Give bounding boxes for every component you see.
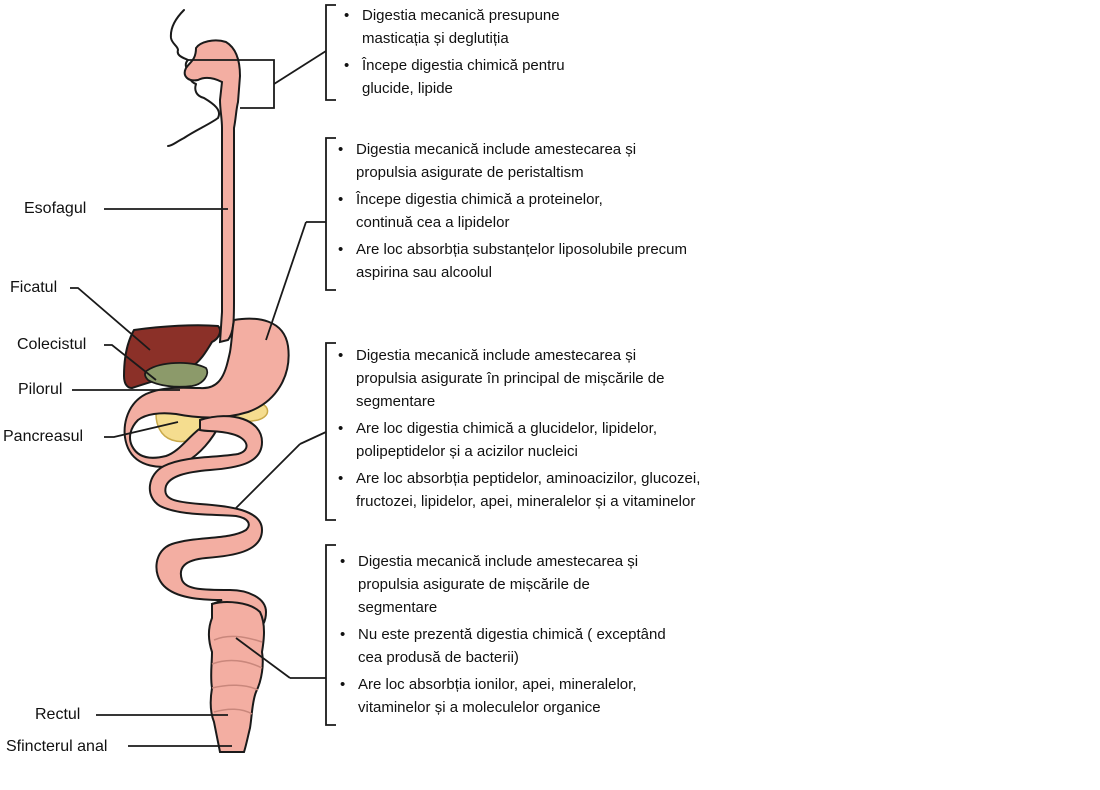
- gallbladder-shape: [144, 362, 209, 388]
- colon-haustra: [211, 635, 263, 715]
- bullet-line: Are loc absorbția ionilor, apei, mineral…: [358, 676, 637, 693]
- esophagus-shape: [183, 39, 242, 344]
- label-anal-sphincter: Sfincterul anal: [6, 738, 108, 755]
- label-rectum: Rectul: [35, 706, 81, 723]
- bullet-item: Are loc digestia chimică a glucidelor, l…: [336, 417, 700, 463]
- right-connectors: [188, 4, 336, 726]
- label-esophagus: Esofagul: [24, 200, 87, 217]
- box-mouth: Digestia mecanică presupune masticația ș…: [342, 4, 565, 104]
- bullet-line: cea produsă de bacterii): [358, 649, 519, 666]
- bullet-item: Digestia mecanică presupune masticația ș…: [342, 4, 565, 50]
- bullet-line: Digestia mecanică presupune: [362, 7, 560, 24]
- box-large-intestine: Digestia mecanică include amestecarea și…: [338, 550, 666, 723]
- bullet-line: propulsia asigurate de mișcările de: [358, 576, 590, 593]
- bullet-item: Nu este prezentă digestia chimică ( exce…: [338, 623, 666, 669]
- bullet-line: Are loc digestia chimică a glucidelor, l…: [356, 420, 657, 437]
- bullet-item: Începe digestia chimică a proteinelor, c…: [336, 188, 687, 234]
- left-leader-lines: [70, 208, 232, 747]
- bullet-item: Începe digestia chimică pentru glucide, …: [342, 54, 565, 100]
- bullet-line: segmentare: [358, 599, 438, 616]
- bullet-line: propulsia asigurate în principal de mișc…: [356, 370, 665, 387]
- label-liver: Ficatul: [10, 279, 58, 296]
- box-stomach: Digestia mecanică include amestecarea și…: [336, 138, 687, 288]
- bullet-line: Digestia mecanică include amestecarea și: [356, 141, 637, 158]
- bullet-line: Începe digestia chimică pentru: [362, 57, 565, 74]
- bullet-line: continuă cea a lipidelor: [356, 214, 510, 231]
- bullet-line: Digestia mecanică include amestecarea și: [356, 347, 637, 364]
- bullet-item: Digestia mecanică include amestecarea și…: [338, 550, 666, 619]
- large-intestine-shape: [208, 601, 265, 753]
- bullet-item: Digestia mecanică include amestecarea și…: [336, 344, 700, 413]
- bullet-line: Începe digestia chimică a proteinelor,: [356, 191, 603, 208]
- bullet-line: Nu este prezentă digestia chimică ( exce…: [358, 626, 666, 643]
- label-gallbladder: Colecistul: [17, 336, 87, 353]
- bullet-item: Are loc absorbția substanțelor liposolub…: [336, 238, 687, 284]
- bullet-item: Digestia mecanică include amestecarea și…: [336, 138, 687, 184]
- bullet-line: masticația și deglutiția: [362, 30, 509, 47]
- bullet-line: vitaminelor și a moleculelor organice: [358, 699, 601, 716]
- bullet-line: polipeptidelor și a acizilor nucleici: [356, 443, 578, 460]
- bullet-line: aspirina sau alcoolul: [356, 264, 492, 281]
- bullet-item: Are loc absorbția ionilor, apei, mineral…: [338, 673, 666, 719]
- bullet-line: propulsia asigurate de peristaltism: [356, 164, 584, 181]
- bullet-line: segmentare: [356, 393, 436, 410]
- label-pancreas: Pancreasul: [3, 428, 84, 445]
- bullet-line: glucide, lipide: [362, 80, 453, 97]
- bullet-line: Are loc absorbția peptidelor, aminoacizi…: [356, 470, 701, 487]
- bullet-line: Are loc absorbția substanțelor liposolub…: [356, 241, 688, 258]
- box-small-intestine: Digestia mecanică include amestecarea și…: [336, 344, 700, 517]
- bullet-line: fructozei, lipidelor, apei, mineralelor …: [356, 493, 696, 510]
- label-pylorus: Pilorul: [18, 381, 63, 398]
- bullet-item: Are loc absorbția peptidelor, aminoacizi…: [336, 467, 700, 513]
- bullet-line: Digestia mecanică include amestecarea și: [358, 553, 639, 570]
- stomach-shape: [123, 317, 290, 468]
- small-intestine-shape: [149, 415, 268, 638]
